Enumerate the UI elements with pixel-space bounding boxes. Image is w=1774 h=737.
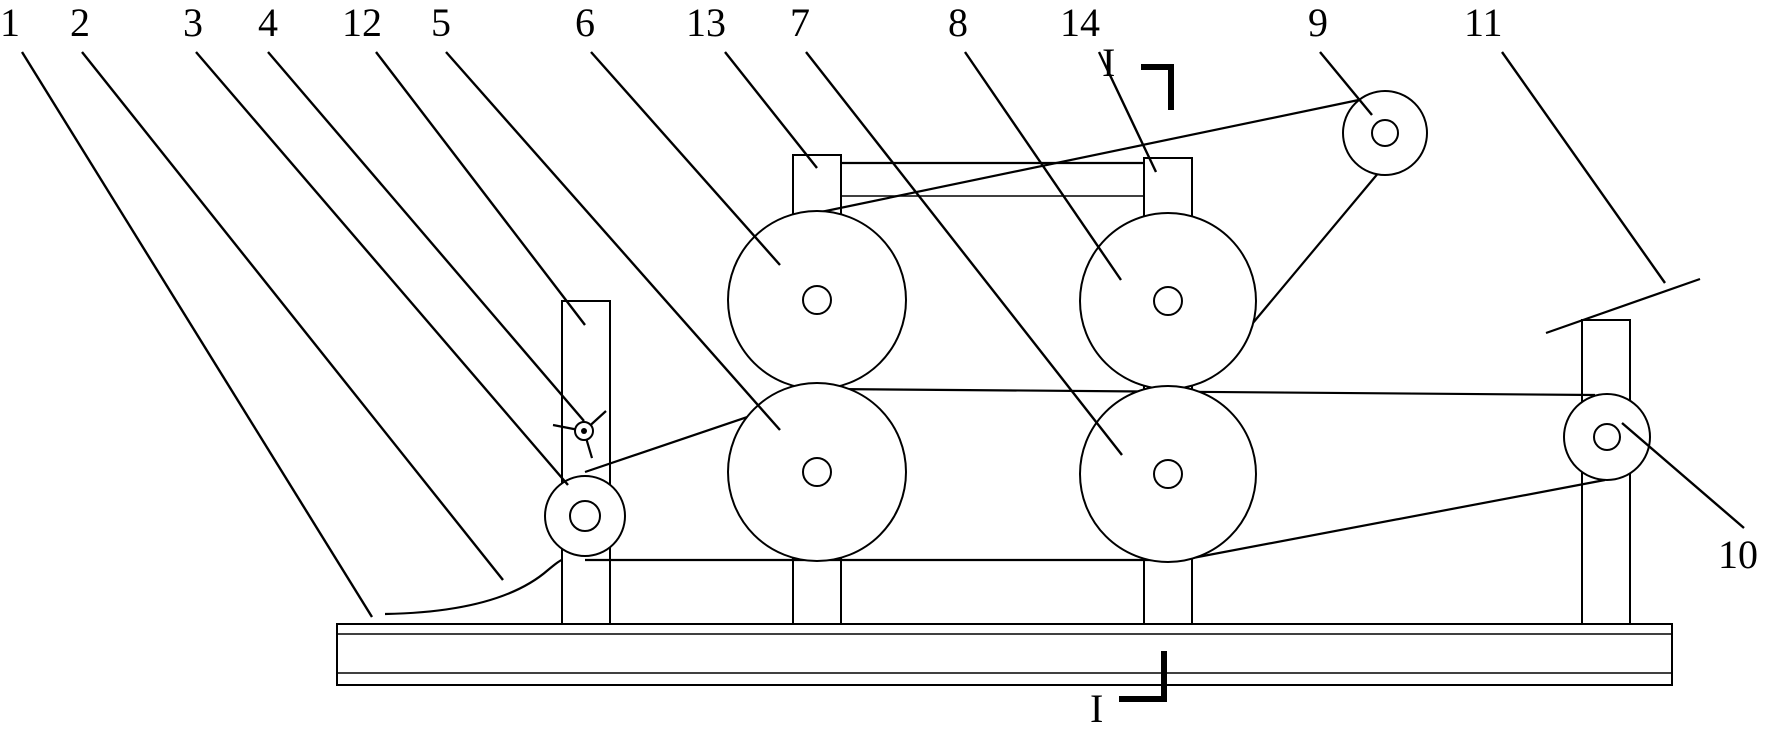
roller-9 xyxy=(1342,90,1428,176)
section-mark-bottom: I xyxy=(1090,651,1167,731)
section-mark-top: I xyxy=(1102,40,1174,110)
star-wheel-4 xyxy=(552,410,607,459)
base-beam xyxy=(336,623,1673,686)
label-6: 6 xyxy=(575,0,595,45)
belt-strands xyxy=(384,95,1606,616)
roller-3 xyxy=(544,475,626,557)
label-1: 1 xyxy=(0,0,20,45)
label-14: 14 xyxy=(1060,0,1100,45)
top-crossbar xyxy=(841,161,1144,197)
label-2: 2 xyxy=(70,0,90,45)
section-label-bottom: I xyxy=(1090,686,1103,731)
post-12 xyxy=(561,300,611,625)
roller-5 xyxy=(727,382,907,562)
reference-numerals: 1 2 3 4 12 5 6 13 7 8 14 9 11 10 xyxy=(0,0,1758,577)
label-3: 3 xyxy=(183,0,203,45)
roller-8 xyxy=(1079,212,1257,390)
label-8: 8 xyxy=(948,0,968,45)
label-9: 9 xyxy=(1308,0,1328,45)
label-10: 10 xyxy=(1718,532,1758,577)
label-12: 12 xyxy=(342,0,382,45)
roller-10 xyxy=(1563,393,1651,481)
roller-7 xyxy=(1079,385,1257,563)
leader-lines xyxy=(20,51,1745,618)
label-5: 5 xyxy=(431,0,451,45)
section-label-top: I xyxy=(1102,40,1115,85)
inclined-plate xyxy=(1545,277,1701,335)
label-7: 7 xyxy=(790,0,810,45)
label-4: 4 xyxy=(258,0,278,45)
label-13: 13 xyxy=(686,0,726,45)
label-11: 11 xyxy=(1464,0,1503,45)
